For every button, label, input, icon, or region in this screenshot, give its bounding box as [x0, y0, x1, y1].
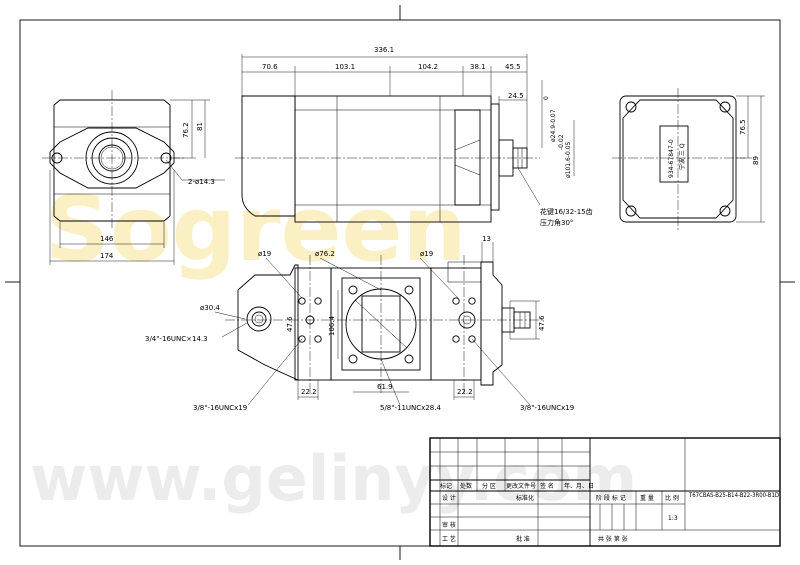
dim-seg-2: 103.1 — [335, 63, 355, 71]
tb-col-change-doc: 更改文件号 — [506, 482, 536, 490]
tb-review: 审 核 — [442, 521, 456, 529]
dim-76-5: 76.5 — [739, 119, 747, 135]
sheet-frame — [5, 5, 795, 560]
dim-seg-5: 45.5 — [505, 63, 521, 71]
dim-13: 13 — [482, 235, 491, 243]
tb-design: 设 计 — [442, 494, 456, 502]
rear-view — [612, 88, 765, 230]
front-view — [42, 90, 225, 265]
dim-seg-4: 38.1 — [470, 63, 486, 71]
watermark-upper: Sogreen — [45, 177, 467, 282]
tb-col-mark: 标记 — [440, 482, 452, 490]
note-3-4-unc: 3/4"-16UNC×14.3 — [145, 335, 208, 343]
dim-d19-left: ø19 — [258, 250, 271, 258]
tb-col-count: 处数 — [460, 482, 472, 490]
note-pressure-angle: 压力角30° — [540, 218, 573, 227]
title-block — [429, 437, 781, 547]
dim-d30-4: ø30.4 — [200, 304, 220, 312]
tb-process: 工 艺 — [442, 535, 456, 543]
dim-81: 81 — [196, 122, 204, 131]
tb-sheets: 共 张 第 张 — [598, 535, 628, 543]
dim-seg-1: 70.6 — [262, 63, 278, 71]
side-view — [235, 54, 575, 223]
tb-drawing-number: T67CBAS-B25-B14-B22-3R00-B1D — [688, 492, 779, 499]
note-5-8-unc: 5/8"-11UNCx28.4 — [380, 404, 441, 412]
dim-shaft-length: 24.5 — [508, 92, 524, 100]
tb-col-sign: 签 名 — [540, 482, 554, 490]
dim-22-2-left: 22.2 — [301, 388, 317, 396]
dim-22-2-right: 22.2 — [457, 388, 473, 396]
nameplate-brand: 宁波 三 Q — [678, 143, 686, 170]
dim-89: 89 — [752, 156, 760, 165]
dim-146: 146 — [100, 235, 114, 243]
dim-d76-2: ø76.2 — [315, 250, 335, 258]
nameplate-number: 934-67847-0 — [668, 139, 675, 178]
tb-approve: 批 准 — [516, 535, 530, 543]
dim-76-2: 76.2 — [182, 122, 190, 138]
tb-col-date: 年、月、日 — [564, 482, 594, 490]
plan-view — [214, 242, 545, 406]
dim-total-length: 336.1 — [374, 46, 394, 54]
dim-174: 174 — [100, 252, 114, 260]
note-3-8-unc-left: 3/8"-16UNCx19 — [193, 404, 247, 412]
dim-d19-right: ø19 — [420, 250, 433, 258]
note-3-8-unc-right: 3/8"-16UNCx19 — [520, 404, 574, 412]
dim-47-6-left: 47.6 — [286, 316, 294, 332]
dim-pilot-dia: ø101.6-0.05 — [565, 141, 572, 178]
tb-weight: 重 量 — [640, 494, 654, 502]
tb-stage: 阶 段 标 记 — [596, 494, 626, 502]
dim-seg-3: 104.2 — [418, 63, 438, 71]
tb-scale: 1:3 — [668, 515, 678, 522]
dim-61-9: 61.9 — [377, 383, 393, 391]
note-holes: 2-ø14.3 — [188, 178, 215, 186]
tb-standardize: 标准化 — [516, 494, 534, 502]
note-spline: 花键16/32-15齿 — [540, 207, 593, 216]
dim-shaft-tol: 0 — [543, 96, 550, 100]
dim-47-6-right: 47.6 — [538, 315, 546, 331]
dim-pilot-tol: -0.02 — [558, 134, 565, 150]
tb-scale-label: 比 例 — [665, 494, 679, 502]
dim-shaft-dia: ø24.9-0.07 — [550, 109, 557, 142]
dim-106-4: 106.4 — [328, 315, 336, 336]
tb-col-zone: 分 区 — [482, 482, 496, 490]
watermark-lower: www.gelinyy.com — [30, 442, 637, 515]
